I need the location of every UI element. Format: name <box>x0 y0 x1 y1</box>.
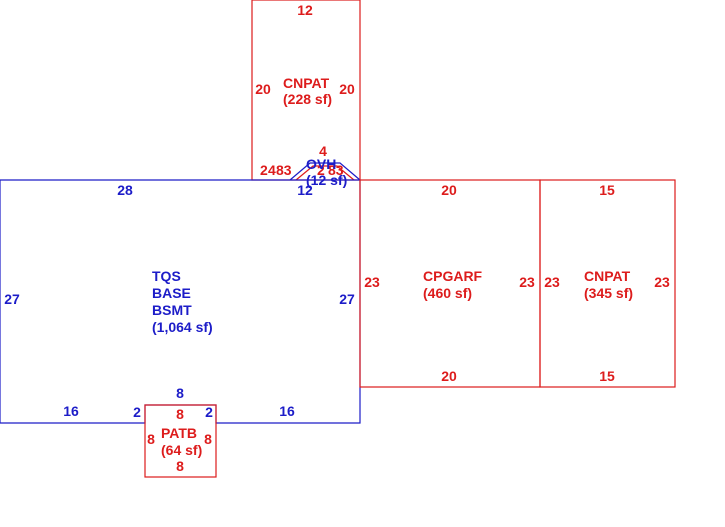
cpgarf-dim-left: 23 <box>364 274 380 290</box>
base-dim-notch-top: 8 <box>176 385 184 401</box>
cnpat-right-area: 15 15 23 23 CNPAT (345 sf) <box>539 179 676 388</box>
patb-area: 8 8 8 8 PATB (64 sf) <box>144 404 217 478</box>
patb-name: PATB <box>161 425 197 441</box>
ovh-outline <box>289 162 361 181</box>
base-name-line3: BSMT <box>152 302 192 318</box>
ovh-dim-right-b: 83 <box>328 162 344 178</box>
cnpat-right-area-label: (345 sf) <box>584 285 633 301</box>
ovh-dim-left-c: 83 <box>276 162 292 178</box>
ovh-dim-top: 4 <box>319 143 327 159</box>
cpgarf-dim-right: 23 <box>519 274 535 290</box>
cnpat-right-dim-left: 23 <box>544 274 560 290</box>
patb-dim-right: 8 <box>204 431 212 447</box>
base-name-line1: TQS <box>152 268 181 284</box>
patb-area-label: (64 sf) <box>161 442 202 458</box>
cnpat-right-dim-top: 15 <box>599 182 615 198</box>
cnpat-top-dim-left: 20 <box>255 81 271 97</box>
ovh-area: 4 2 4 83 2 83 OVH (12 sf) <box>260 143 361 188</box>
cnpat-right-dim-bottom: 15 <box>599 368 615 384</box>
cnpat-top-area: 12 20 20 CNPAT (228 sf) <box>251 0 361 181</box>
cnpat-top-dim-right: 20 <box>339 81 355 97</box>
cnpat-top-dim-top: 12 <box>297 2 313 18</box>
ovh-dim-right-a: 2 <box>317 162 325 178</box>
ovh-name: OVH <box>306 156 336 172</box>
base-dim-bottom-left: 16 <box>63 403 79 419</box>
patb-outline <box>144 404 217 478</box>
base-dim-notch-left: 2 <box>133 404 141 420</box>
cnpat-right-outline <box>539 179 676 388</box>
base-dim-right: 27 <box>339 291 355 307</box>
base-dim-top: 28 <box>117 182 133 198</box>
base-area-label: (1,064 sf) <box>152 319 213 335</box>
patb-dim-left: 8 <box>147 431 155 447</box>
patb-dim-bottom: 8 <box>176 458 184 474</box>
ovh-dim-left-a: 2 <box>260 162 268 178</box>
cpgarf-area: 20 20 23 23 CPGARF (460 sf) <box>359 179 541 388</box>
base-area: 28 12 27 27 16 16 2 2 8 TQS BASE BSMT (1… <box>0 179 361 424</box>
base-dim-left: 27 <box>4 291 20 307</box>
cpgarf-dim-bottom: 20 <box>441 368 457 384</box>
ovh-inner-red <box>295 165 355 181</box>
cnpat-top-area-label: (228 sf) <box>283 91 332 107</box>
base-dim-notch-right: 2 <box>205 404 213 420</box>
cnpat-right-dim-right: 23 <box>654 274 670 290</box>
cpgarf-dim-top: 20 <box>441 182 457 198</box>
patb-dim-top: 8 <box>176 406 184 422</box>
base-dim-bottom-right: 16 <box>279 403 295 419</box>
ovh-dim-left-b: 4 <box>268 162 276 178</box>
base-dim-top-right: 12 <box>297 182 313 198</box>
cpgarf-name: CPGARF <box>423 268 483 284</box>
base-name-line2: BASE <box>152 285 191 301</box>
cpgarf-area-label: (460 sf) <box>423 285 472 301</box>
cnpat-top-name: CNPAT <box>283 75 330 91</box>
cnpat-right-name: CNPAT <box>584 268 631 284</box>
